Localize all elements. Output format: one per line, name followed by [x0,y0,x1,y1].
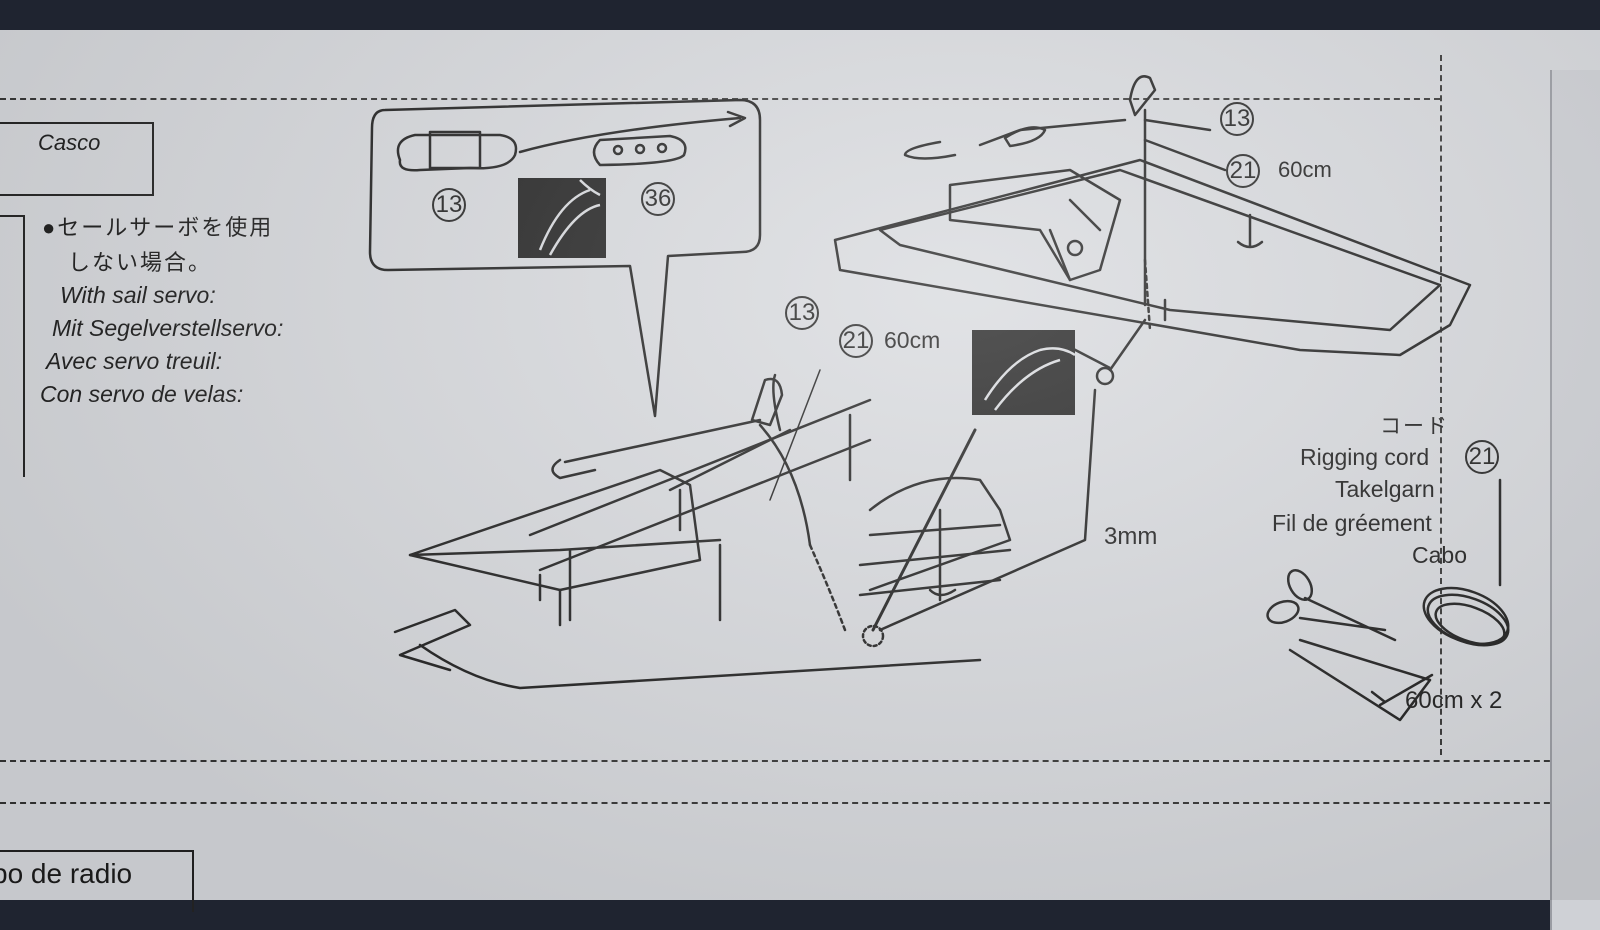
part-13-upper: 13 [1220,102,1254,136]
callout-arrow [518,116,742,154]
manual-page: Casco ●セールサーボを使用 しない場合。 With sail servo:… [0,30,1600,930]
next-section-label-box [0,850,194,912]
length-60cm-lower: 60cm [884,327,941,353]
upper-hook [1128,75,1157,117]
section-label-box [0,122,154,196]
adjacent-page-edge [1550,70,1600,930]
rigging-diagram [368,75,1510,722]
cord-coil-icon [1422,586,1510,647]
knot-detail-2 [972,330,1111,415]
instruction-jp-2: しない場合。 [68,250,213,275]
upper-hull [833,158,1472,357]
instruction-es: Con servo de velas: [40,381,244,407]
part-21-legend: 21 [1465,440,1499,474]
deck-edge [408,468,702,592]
cord-label-jp: コード [1380,415,1449,438]
tensioner [592,134,687,167]
part-21-lower: 21 [839,324,873,358]
bottom-dashed-border-2 [0,802,1600,804]
cut-length: 60cm x 2 [1405,687,1503,714]
upper-forestay [1003,126,1047,148]
forestay [563,418,762,464]
callout-bubble [368,98,762,418]
instruction-en: With sail servo: [60,282,216,308]
part-13-inset: 13 [432,188,466,222]
part-21-upper: 21 [1226,154,1260,188]
instruction-fr: Avec servo treuil: [46,348,222,374]
top-dashed-border [0,98,1440,100]
section-label: Casco [38,130,101,155]
mast-slot [868,476,1012,592]
part-36-inset: 36 [641,182,675,216]
length-3mm: 3mm [1104,523,1158,550]
right-dashed-border [1440,55,1442,755]
cord-label-de: Takelgarn [1335,476,1435,502]
scissors-icon [1266,569,1397,642]
instruction-de: Mit Segelverstellservo: [52,315,284,341]
inset-hook [396,133,518,172]
instruction-jp-1: ●セールサーボを使用 [42,215,274,240]
knot-detail-1 [518,178,606,258]
part-13-lower: 13 [785,296,819,330]
length-60cm-upper: 60cm [1278,157,1332,182]
railing [528,398,872,537]
bow-fitting [393,608,472,672]
hook-lower [750,377,784,427]
hull-outline [418,643,982,690]
cord-label-en: Rigging cord [1300,444,1430,470]
step-bracket [0,215,25,477]
next-section-label: po de radio [0,858,133,889]
bottom-dashed-border-1 [0,760,1600,762]
cord-label-es: Cabo [1412,542,1467,568]
cord-label-fr: Fil de gréement [1272,510,1432,536]
